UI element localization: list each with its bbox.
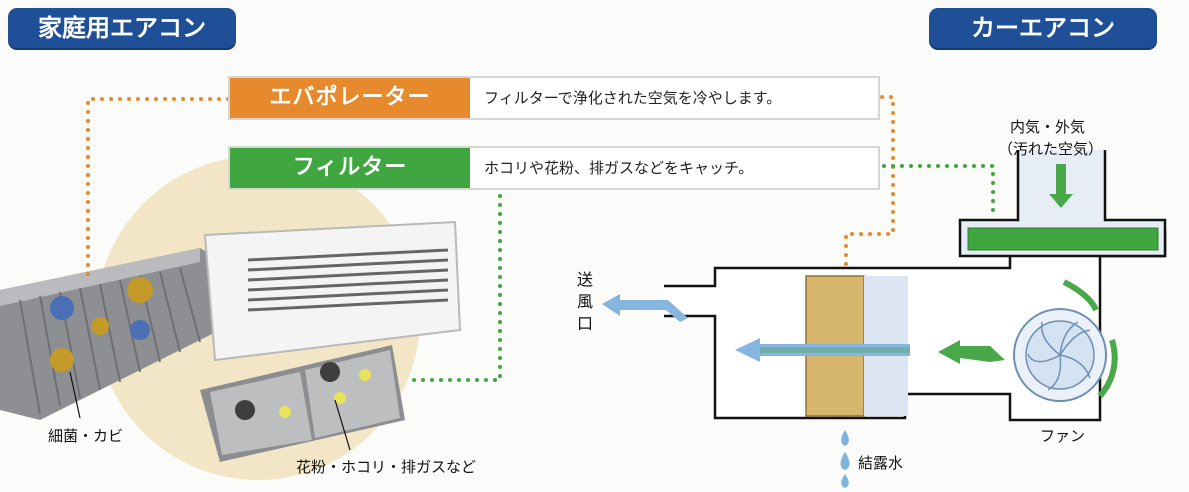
evaporator-row: エバポレーター フィルターで浄化された空気を冷やします。 [228, 76, 880, 120]
air-in-label: 内気・外気 [1010, 118, 1086, 136]
evaporator-fins-image [0, 248, 220, 420]
bacteria-label: 細菌・カビ [48, 427, 124, 445]
car-ac-badge: カーエアコン [929, 8, 1157, 48]
air-in-sublabel: （汚れた空気） [998, 140, 1104, 158]
fan-icon [1013, 279, 1118, 402]
airflow-arrows [602, 164, 1073, 364]
outlet-label-1: 送 [577, 270, 594, 289]
fan-label: ファン [1040, 427, 1086, 445]
water-drop-icon [840, 430, 850, 488]
filter-description: ホコリや花粉、排ガスなどをキャッチ。 [484, 159, 754, 177]
filter-row: フィルター ホコリや花粉、排ガスなどをキャッチ。 [228, 146, 880, 190]
filter-connector [410, 164, 995, 382]
bacteria-icon [50, 277, 153, 372]
evaporator-tag: エバポレーター [230, 78, 470, 118]
evaporator-connector [86, 95, 895, 296]
condensate-label: 結露水 [858, 454, 904, 472]
outlet-label-3: 口 [577, 314, 594, 333]
filter-tray-image [200, 345, 405, 462]
home-ac-badge: 家庭用エアコン [8, 8, 236, 48]
wall-ac-unit-image [203, 220, 462, 362]
outlet-label-2: 風 [577, 292, 594, 311]
filter-tag: フィルター [230, 148, 470, 188]
dust-label: 花粉・ホコリ・排ガスなど [296, 458, 477, 476]
car-filter-bar [967, 227, 1159, 251]
evaporator-description: フィルターで浄化された空気を冷やします。 [484, 89, 782, 107]
